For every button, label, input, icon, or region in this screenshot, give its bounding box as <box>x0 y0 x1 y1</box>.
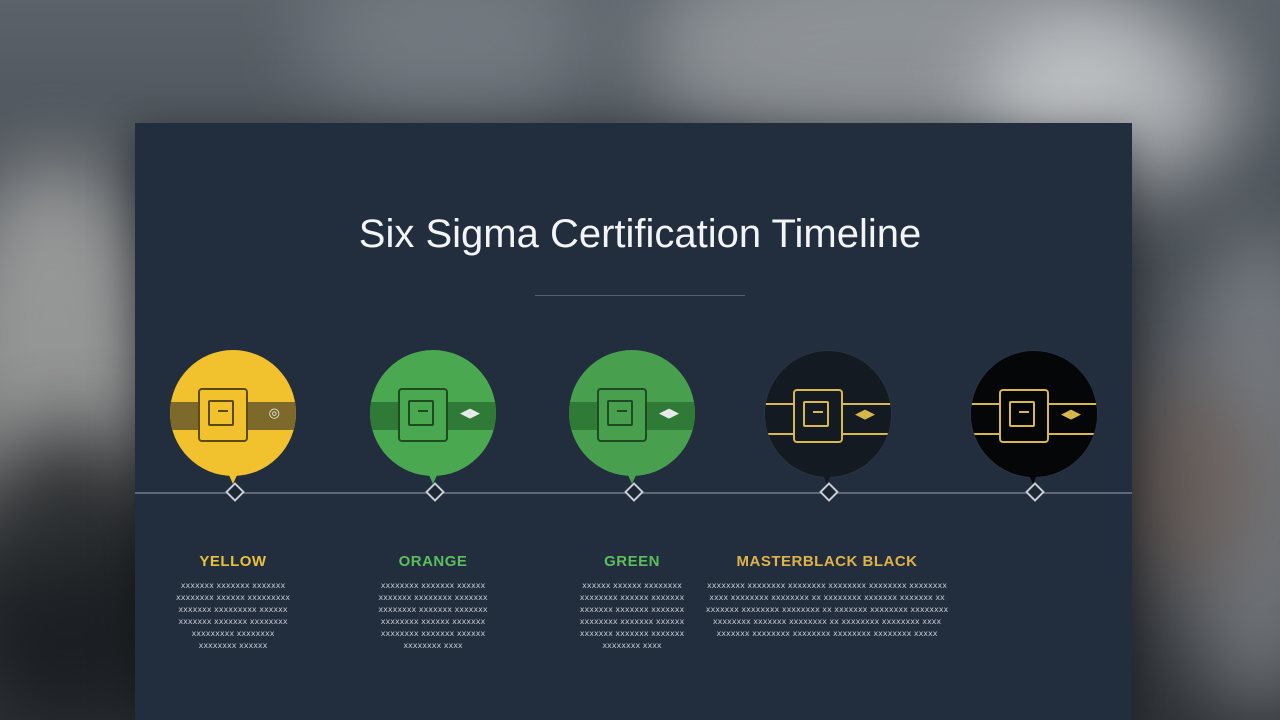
stage-description: xxxxxxx xxxxxxx xxxxxxx xxxxxxxx xxxxxx x… <box>153 580 313 652</box>
description-line: xxxxxxx xxxxxxx xxxxxxx <box>579 629 685 638</box>
badge-pointer <box>423 462 443 484</box>
description-line: xxxxxxxx xxxx <box>403 641 463 650</box>
stage-description: xxxxxxxx xxxxxxx xxxxxx xxxxxxx xxxxxxxx … <box>353 580 513 652</box>
person-right-hand <box>1120 380 1260 580</box>
buckle-frame-icon <box>803 401 829 427</box>
stage-label: GREEN <box>604 553 660 570</box>
description-line: xxxxxxxx xxxxxx xxxxxxx <box>579 593 685 602</box>
description-line: xxxxxxxx xxxxxx <box>198 641 268 650</box>
buckle-prong-icon <box>418 410 428 412</box>
badge-pointer <box>223 462 243 484</box>
description-line: xxxxxxx xxxxxxxxx xxxxxx <box>178 605 288 614</box>
description-line: xxxxxxx xxxxxxx xxxxxxxx <box>178 617 288 626</box>
buckle-frame-icon <box>607 400 633 426</box>
belt-buckle-icon <box>597 388 647 442</box>
buckle-prong-icon <box>813 411 823 413</box>
belt-buckle-icon <box>999 389 1049 443</box>
buckle-frame-icon <box>408 400 434 426</box>
belt-mark-icon: ◀▶ <box>855 407 875 422</box>
belt-mark-icon: ◀▶ <box>659 406 679 421</box>
description-line: xxxxxxx xxxxxxx xxxxxxx <box>180 581 286 590</box>
belt-badge: ◀▶ <box>569 350 695 476</box>
description-line: xxxxxxx xxxxxxxx xxxxxxxx xx xxxxxxx xxx… <box>705 605 949 614</box>
belt-buckle-icon <box>793 389 843 443</box>
description-line: xxxxxxx xxxxxxxx xxxxxxxx xxxxxxxx xxxxx… <box>716 629 938 638</box>
belt-badge: ◎ <box>170 350 296 476</box>
buckle-prong-icon <box>617 410 627 412</box>
description-line: xxxxxxx xxxxxxx xxxxxxx <box>579 605 685 614</box>
description-line: xxxxxxxxx xxxxxxxx <box>191 629 275 638</box>
belt-mark-icon: ◎ <box>268 406 280 421</box>
belt-mark-icon: ◀▶ <box>1061 407 1081 422</box>
description-line: xxxxxxxx xxxxxxx xxxxxx <box>380 629 486 638</box>
buckle-prong-icon <box>1019 411 1029 413</box>
belt-badge: ◀▶ <box>970 350 1098 478</box>
badge-pointer <box>622 462 642 484</box>
description-line: xxxxxxxx xxxxxxx xxxxxx <box>579 617 685 626</box>
stage-label: YELLOW <box>199 553 267 570</box>
belt-mark-icon: ◀▶ <box>460 406 480 421</box>
stage-label: ORANGE <box>398 553 468 570</box>
buckle-prong-icon <box>218 410 228 412</box>
buckle-frame-icon <box>208 400 234 426</box>
description-line: xxxxxxx xxxxxxxx xxxxxxx <box>378 593 488 602</box>
stage-description: xxxxxx xxxxxx xxxxxxxx xxxxxxxx xxxxxx xx… <box>552 580 712 652</box>
stage-label: MASTERBLACK BLACK <box>736 553 918 570</box>
stage-description: xxxxxxxx xxxxxxxx xxxxxxxx xxxxxxxx xxxx… <box>677 580 977 640</box>
belt-buckle-icon <box>198 388 248 442</box>
description-line: xxxxxxxx xxxx <box>602 641 662 650</box>
belt-buckle-icon <box>398 388 448 442</box>
description-line: xxxxxxxx xxxxxxx xxxxxxxx xx xxxxxxxx xx… <box>712 617 942 626</box>
belt-badge: ◀▶ <box>764 350 892 478</box>
badge-pointer <box>817 462 837 484</box>
title-divider <box>535 295 745 296</box>
buckle-frame-icon <box>1009 401 1035 427</box>
description-line: xxxxxxxx xxxxxxx xxxxxx <box>380 581 486 590</box>
description-line: xxxx xxxxxxxx xxxxxxxx xx xxxxxxxx xxxxx… <box>709 593 945 602</box>
badge-pointer <box>1023 462 1043 484</box>
description-line: xxxxxxxx xxxxxx xxxxxxxxx <box>176 593 290 602</box>
belt-badge: ◀▶ <box>370 350 496 476</box>
description-line: xxxxxx xxxxxx xxxxxxxx <box>582 581 682 590</box>
slide-title: Six Sigma Certification Timeline <box>358 212 922 256</box>
description-line: xxxxxxxx xxxxxxxx xxxxxxxx xxxxxxxx xxxx… <box>707 581 947 590</box>
description-line: xxxxxxxx xxxxxxx xxxxxxx <box>378 605 488 614</box>
description-line: xxxxxxxx xxxxxx xxxxxxx <box>380 617 486 626</box>
